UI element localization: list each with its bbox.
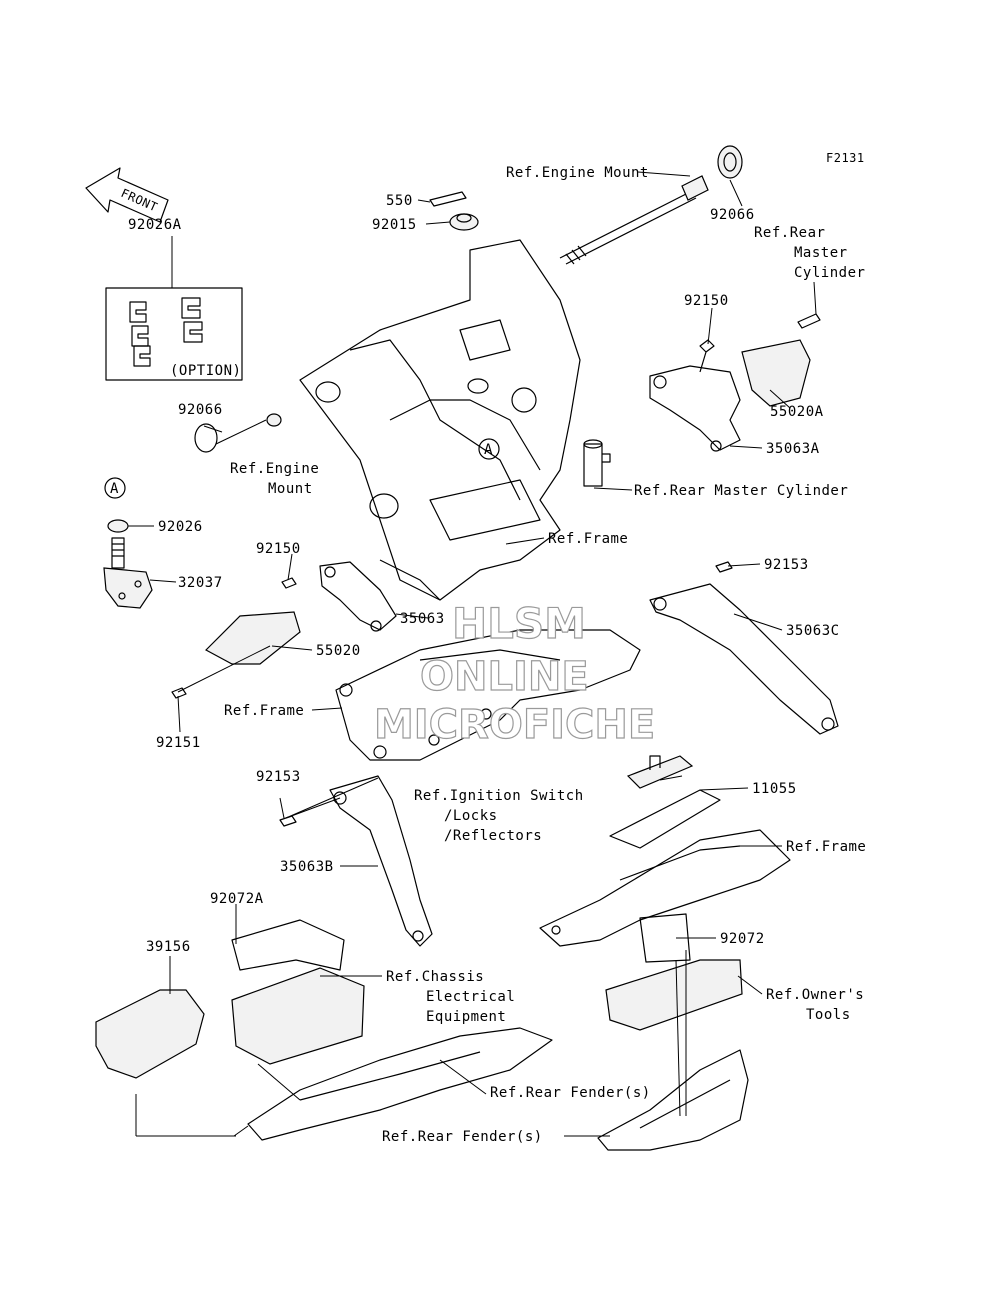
label-ref-chassis-2: Electrical [426,989,515,1005]
ignition-bracket [609,755,721,849]
main-frame [299,239,581,601]
bolt-rear-master [797,313,821,329]
bolt-92153-right [715,561,733,573]
battery-strap [639,913,691,963]
rear-fender-left [247,1027,553,1141]
cotter-pin [429,191,467,207]
adjuster-bracket [103,537,153,609]
label-ref-rear-master-1: Ref.Rear [754,225,825,241]
watermark-line-2: ONLINE [420,654,589,700]
part-labels: F2131 550 92015 Ref.Engine Mount 92066 R… [128,151,866,1145]
watermark-line-3: MICROFICHE [374,702,655,748]
label-ref-frame-left: Ref.Frame [224,703,304,719]
front-arrow-icon: FRONT [85,167,169,223]
label-55020a: 55020A [770,404,824,420]
label-92153-left: 92153 [256,769,301,785]
front-arrow-label: FRONT [119,186,160,214]
callout-a-frame-letter: A [484,442,493,458]
label-92150-mid: 92150 [256,541,301,557]
battery [231,967,365,1065]
label-ref-frame-right: Ref.Frame [786,839,866,855]
rear-master-cylinder [583,439,611,487]
plug-cap [194,423,218,453]
bolt-92150-mid [281,577,297,589]
label-92151: 92151 [156,735,201,751]
battery-holder [231,919,345,971]
label-ref-rear-master-3: Cylinder [794,265,865,281]
label-55020: 55020 [316,643,361,659]
label-92026: 92026 [158,519,203,535]
bolt-92150-top [699,339,715,373]
owners-tool-kit [605,959,743,1031]
label-92072a: 92072A [210,891,264,907]
leader-lines [128,171,817,1137]
engine-mount-bolt [559,175,709,265]
label-ref-rear-fender-2: Ref.Rear Fender(s) [382,1129,543,1145]
callout-a-left: A [104,477,126,499]
diagram-code: F2131 [826,151,865,165]
label-ref-ignition-1: Ref.Ignition Switch [414,788,584,804]
protection-plate [95,989,205,1079]
rear-fender-right [597,1049,749,1151]
label-92153-right: 92153 [764,557,809,573]
bolt-92151 [171,687,187,699]
label-92066-left: 92066 [178,402,223,418]
label-ref-chassis-3: Equipment [426,1009,506,1025]
label-ref-frame-mid: Ref.Frame [548,531,628,547]
callout-a-frame: A [478,438,500,460]
label-ref-ignition-3: /Reflectors [444,828,542,844]
label-ref-engine-mount-left-1: Ref.Engine [230,461,319,477]
label-ref-rear-master-2: Master [794,245,848,261]
heel-guard-left [205,611,301,665]
label-92026a: 92026A [128,217,182,233]
side-stay-right [649,583,839,735]
label-35063b: 35063B [280,859,334,875]
label-ref-rear-fender-1: Ref.Rear Fender(s) [490,1085,651,1101]
label-ref-chassis-1: Ref.Chassis [386,969,484,985]
label-92015: 92015 [372,217,417,233]
label-92150-top: 92150 [684,293,729,309]
label-ref-rear-master-cylinder: Ref.Rear Master Cylinder [634,483,848,499]
label-32037: 32037 [178,575,223,591]
label-ref-owners-2: Tools [806,1007,851,1023]
collar-92026 [107,519,129,533]
watermark: HLSM ONLINE MICROFICHE [373,598,655,748]
rear-subframe [335,629,641,761]
castle-nut [449,213,479,231]
label-ref-owners-1: Ref.Owner's [766,987,864,1003]
label-92066-top: 92066 [710,207,755,223]
label-ref-engine-mount-left-2: Mount [268,481,313,497]
seat-frame-right [539,829,791,947]
label-35063c: 35063C [786,623,840,639]
watermark-line-1: HLSM [452,599,586,648]
label-ref-ignition-2: /Locks [444,808,498,824]
rear-footpeg-bracket-left [319,561,397,632]
side-stay-left [329,775,433,947]
seal-ring-top [717,145,743,179]
heel-guard-right [741,339,811,407]
label-ref-engine-mount-top: Ref.Engine Mount [506,165,649,181]
callout-a-left-letter: A [110,481,119,497]
label-35063: 35063 [400,611,445,627]
shim-set-box: (OPTION) [105,287,243,381]
label-550: 550 [386,193,413,209]
label-35063a: 35063A [766,441,820,457]
option-label: (OPTION) [170,363,241,379]
collar-left [266,413,282,427]
label-11055: 11055 [752,781,797,797]
rear-footpeg-bracket-right [649,365,741,452]
label-39156: 39156 [146,939,191,955]
label-92072: 92072 [720,931,765,947]
